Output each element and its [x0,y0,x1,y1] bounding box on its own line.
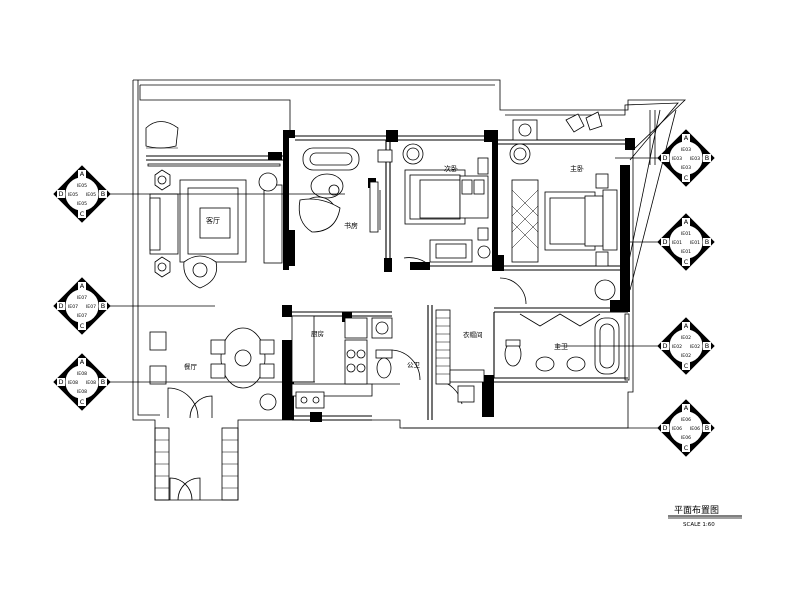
living-room-furniture [147,163,283,289]
marker-code: IE05 [86,192,96,198]
marker-code: IE06 [681,417,691,423]
marker-code: IE02 [690,344,700,350]
marker-code: IE05 [77,201,87,207]
structural-walls [146,130,635,422]
marker-code: IE07 [77,295,87,301]
marker-code: IE06 [672,426,682,432]
marker-letter-right: B [101,190,105,198]
second-bedroom-furniture [402,143,491,263]
room-label-study: 书房 [344,221,358,230]
marker-letter-left: D [662,424,667,432]
marker-code: IE01 [681,231,691,237]
balcony-furniture [145,111,603,149]
kitchen-furniture [291,315,373,409]
study-furniture [298,147,393,233]
dining-furniture [149,327,277,411]
marker-code: IE03 [681,147,691,153]
room-label-master-bath: 主卫 [554,342,568,351]
drawing-scale: SCALE 1:60 [683,522,715,528]
marker-letter-top: A [80,282,85,290]
marker-letter-bottom: C [80,398,85,406]
marker-letter-top: A [80,358,85,366]
master-bedroom-furniture [509,143,618,301]
drawing-title: 平面布置图 [674,504,719,516]
marker-letter-top: A [684,134,689,142]
marker-code: IE01 [681,249,691,255]
room-label-second-bedroom: 次卧 [444,164,458,173]
public-bath-fixtures [371,317,400,385]
marker-code: IE07 [86,304,96,310]
marker-code: IE03 [672,156,682,162]
marker-letter-right: B [705,424,709,432]
room-label-kitchen: 厨房 [311,329,324,338]
marker-letter-left: D [58,378,63,386]
marker-code: IE07 [68,304,78,310]
marker-letter-top: A [80,170,85,178]
marker-code: IE06 [690,426,700,432]
marker-letter-right: B [705,342,709,350]
marker-letter-left: D [58,302,63,310]
marker-code: IE07 [77,313,87,319]
marker-letter-top: A [684,404,689,412]
marker-letter-right: B [101,302,105,310]
title-block: 平面布置图 SCALE 1:60 [668,504,742,528]
room-label-master-bedroom: 主卧 [570,164,584,173]
room-labels: 客厅 书房 次卧 主卧 厨房 餐厅 公卫 衣帽间 主卫 [184,164,584,371]
room-label-walk-in-closet: 衣帽间 [463,330,483,339]
marker-letter-right: B [101,378,105,386]
marker-code: IE05 [77,183,87,189]
marker-letter-top: A [684,218,689,226]
marker-letter-bottom: C [80,322,85,330]
marker-letter-bottom: C [684,444,689,452]
room-label-dining: 餐厅 [184,362,198,371]
marker-code: IE08 [68,380,78,386]
marker-code: IE02 [681,353,691,359]
marker-code: IE01 [690,240,700,246]
marker-letter-bottom: C [684,174,689,182]
marker-letter-right: B [705,154,709,162]
leader-lines [110,157,662,429]
walk-in-closet-fixtures [435,309,485,403]
marker-code: IE08 [86,380,96,386]
marker-letter-left: D [662,342,667,350]
marker-letter-bottom: C [684,362,689,370]
marker-letter-left: D [662,154,667,162]
marker-code: IE01 [672,240,682,246]
marker-letter-left: D [662,238,667,246]
marker-code: IE02 [672,344,682,350]
marker-code: IE02 [681,335,691,341]
marker-letter-top: A [684,322,689,330]
marker-code: IE05 [68,192,78,198]
marker-letter-bottom: C [80,210,85,218]
room-label-public-bath: 公卫 [407,361,421,369]
marker-letter-right: B [705,238,709,246]
marker-letter-bottom: C [684,258,689,266]
marker-code: IE06 [681,435,691,441]
room-label-living: 客厅 [206,216,220,225]
marker-code: IE08 [77,389,87,395]
marker-letter-left: D [58,190,63,198]
marker-code: IE03 [681,165,691,171]
marker-code: IE08 [77,371,87,377]
marker-code: IE03 [690,156,700,162]
